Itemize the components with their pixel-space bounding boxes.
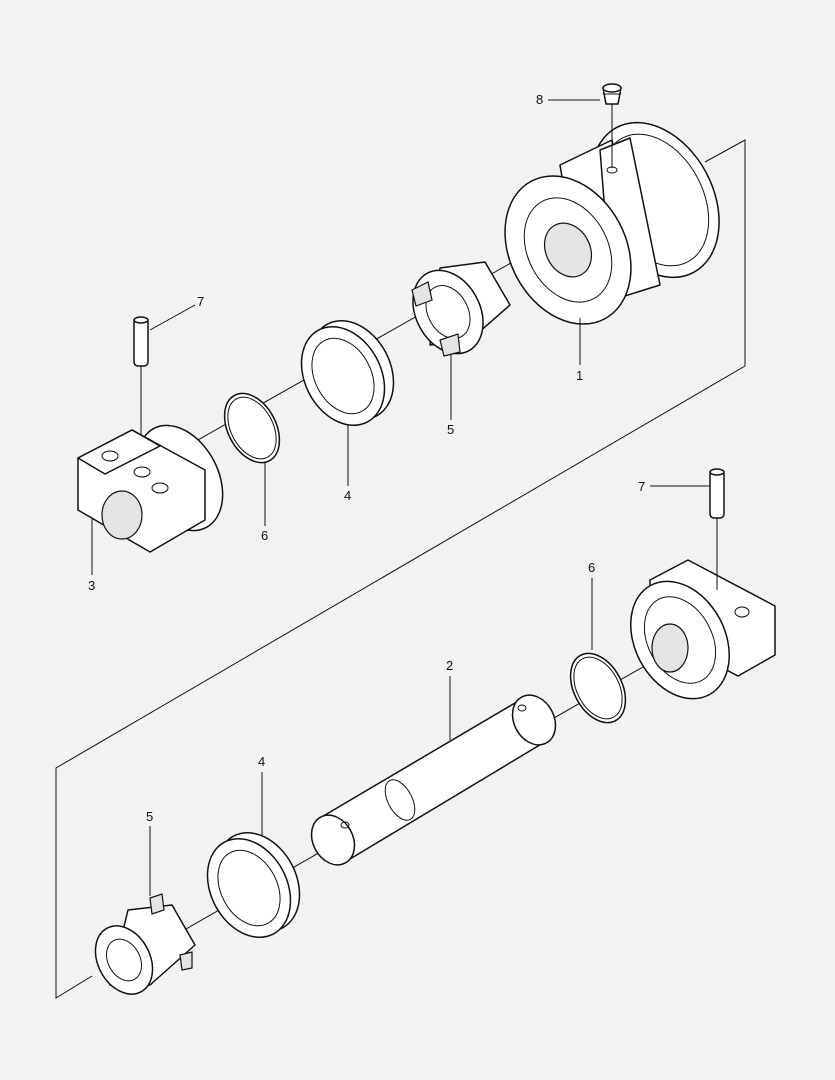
collar-left — [77, 424, 224, 553]
o-ring-upper — [223, 392, 281, 464]
callout-7-upper: 7 — [197, 294, 204, 309]
callout-5-lower: 5 — [146, 809, 153, 824]
callout-5-upper: 5 — [447, 422, 454, 437]
collar-right — [629, 559, 776, 700]
plug — [602, 83, 622, 168]
callout-1: 1 — [576, 368, 583, 383]
pin-upper — [133, 316, 149, 462]
callout-2: 2 — [446, 658, 453, 673]
callout-4-lower: 4 — [258, 754, 265, 769]
seal-ring-upper — [300, 319, 395, 427]
callout-3: 3 — [88, 578, 95, 593]
callout-4-upper: 4 — [344, 488, 351, 503]
callout-7-lower: 7 — [638, 479, 645, 494]
callout-6-lower: 6 — [588, 560, 595, 575]
seal-ring-lower — [206, 831, 301, 939]
pin-lower — [709, 468, 725, 590]
leader-lines — [91, 99, 710, 896]
callout-6-upper: 6 — [261, 528, 268, 543]
roller-body — [504, 121, 720, 325]
shaft — [310, 694, 557, 866]
o-ring-lower — [569, 652, 627, 724]
bushing-lower — [94, 893, 196, 995]
bushing-upper — [411, 261, 511, 357]
callouts: 8 1 5 4 6 7 3 7 6 2 4 5 — [88, 92, 645, 824]
callout-8: 8 — [536, 92, 543, 107]
